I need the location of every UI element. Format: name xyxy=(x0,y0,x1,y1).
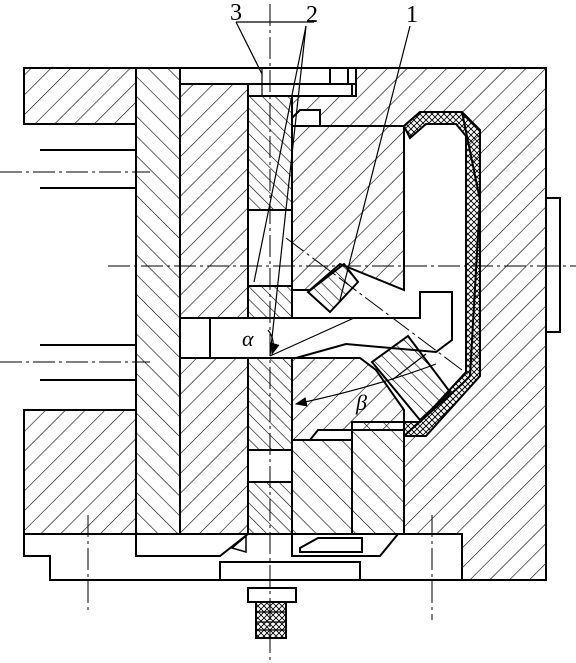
leader-lines xyxy=(235,21,411,357)
label-part-2: 2 xyxy=(306,2,318,28)
label-alpha: α xyxy=(242,326,254,351)
ejector-pin-spring xyxy=(247,587,297,639)
inner-cavity-region xyxy=(291,125,405,441)
label-beta: β xyxy=(355,390,367,415)
angle-beta-annotation xyxy=(294,363,437,407)
left-plate-upper xyxy=(23,67,137,125)
angle-alpha-annotation xyxy=(267,317,355,357)
fixed-mold-plate xyxy=(135,67,181,535)
lower-right-plate xyxy=(291,421,405,535)
center-lines xyxy=(0,4,576,663)
left-plate-lower xyxy=(23,409,137,535)
label-part-3: 3 xyxy=(230,0,242,26)
label-part-1: 1 xyxy=(406,2,418,28)
ejector-plate xyxy=(23,533,463,581)
fixed-insert xyxy=(179,73,249,535)
angled-core-1 xyxy=(179,262,453,422)
left-channel-lines xyxy=(24,123,136,411)
